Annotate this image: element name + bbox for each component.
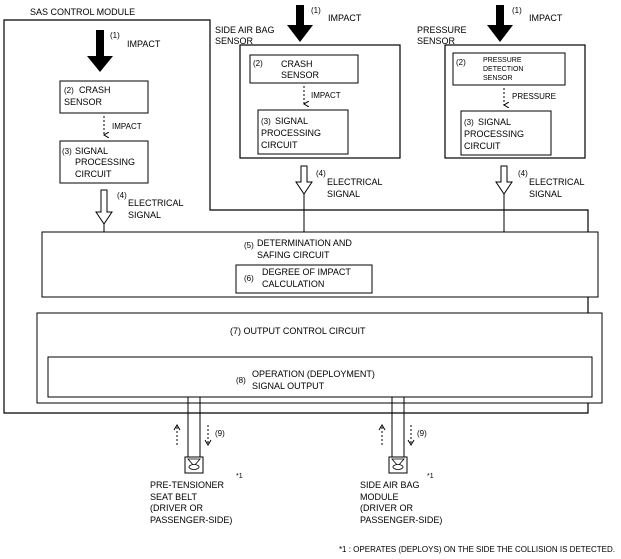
pressure-sensor-title: PRESSURE: [417, 25, 467, 35]
footnote: *1 : OPERATES (DEPLOYS) ON THE SIDE THE …: [339, 545, 615, 554]
crash-side-num: (2): [253, 59, 263, 68]
impact-center-label: IMPACT: [127, 39, 161, 49]
crash-center-line1: CRASH: [79, 85, 111, 95]
sp-center-line3: CIRCUIT: [75, 169, 112, 179]
pretensioner-mark: *1: [236, 473, 243, 480]
elec-side-line2: SIGNAL: [327, 189, 360, 199]
pressure-small: PRESSURE: [512, 92, 556, 101]
side-sensor-title-2: SENSOR: [215, 36, 254, 46]
crash-side-line1: CRASH: [281, 59, 313, 69]
sp-center-num: (3): [62, 147, 72, 156]
determination-line2: SAFING CIRCUIT: [257, 250, 330, 260]
impact-arrow-center: [87, 30, 113, 72]
side-module-icon: [388, 456, 408, 474]
impact-pressure-label: IMPACT: [529, 13, 563, 23]
pressure-detection-box: [452, 52, 566, 86]
elec-center-line1: ELECTRICAL: [128, 198, 184, 208]
pretensioner-wires: [173, 397, 212, 460]
sp-center-line2: PROCESSING: [75, 157, 135, 167]
pressure-detect-line1: PRESSURE: [483, 57, 522, 64]
side-module-line3: (DRIVER OR: [360, 503, 414, 513]
pressure-sensor-title-2: SENSOR: [417, 36, 456, 46]
side-module-line2: MODULE: [360, 492, 399, 502]
pretensioner-line4: PASSENGER-SIDE): [150, 515, 232, 525]
sp-pressure-line1: SIGNAL: [478, 117, 511, 127]
pressure-detect-num: (2): [456, 58, 466, 67]
sp-side-line1: SIGNAL: [275, 116, 308, 126]
electrical-arrow-center: [95, 189, 113, 225]
degree-of-impact-box: [235, 264, 373, 294]
side-module-mark: *1: [427, 473, 434, 480]
sp-pressure-line3: CIRCUIT: [464, 141, 501, 151]
sas-module-outline: [3, 19, 589, 414]
elec-pressure-num: (4): [518, 169, 528, 178]
sp-side-line2: PROCESSING: [261, 128, 321, 138]
degree-num: (6): [244, 274, 254, 283]
impact-arrow-side: [287, 5, 313, 42]
operation-line1: OPERATION (DEPLOYMENT): [252, 369, 375, 379]
side-module-wires: [378, 397, 415, 460]
elec-pressure-line1: ELECTRICAL: [529, 177, 585, 187]
elec-side-num: (4): [316, 169, 326, 178]
operation-box: [47, 356, 593, 398]
sp-side-line3: CIRCUIT: [261, 140, 298, 150]
determination-num: (5): [244, 241, 254, 250]
operation-line2: SIGNAL OUTPUT: [252, 381, 325, 391]
pretensioner-line1: PRE-TENSIONER: [150, 480, 225, 490]
degree-line1: DEGREE OF IMPACT: [262, 267, 351, 277]
impact-small-center: IMPACT: [112, 122, 142, 131]
elec-side-line1: ELECTRICAL: [327, 177, 383, 187]
impact-arrow-pressure: [487, 5, 513, 42]
pressure-detect-line2: DETECTION: [483, 66, 523, 73]
impact-center-num: (1): [110, 31, 120, 40]
elec-center-line2: SIGNAL: [128, 210, 161, 220]
side-module-line1: SIDE AIR BAG: [360, 480, 420, 490]
signal-processing-pressure-box: [460, 110, 552, 156]
sp-pressure-line2: PROCESSING: [464, 129, 524, 139]
crash-center-num: (2): [64, 86, 74, 95]
pretensioner-line2: SEAT BELT: [150, 492, 198, 502]
pretensioner-icon: [184, 456, 204, 474]
crash-sensor-side-box: [249, 54, 359, 84]
side-sensor-title: SIDE AIR BAG: [215, 25, 275, 35]
elec-center-num: (4): [117, 191, 127, 200]
degree-line2: CALCULATION: [262, 279, 324, 289]
pressure-sensor-outline: [444, 44, 586, 159]
pressure-detect-line3: SENSOR: [483, 75, 513, 82]
operation-num: (8): [236, 376, 246, 385]
sp-center-line1: SIGNAL: [75, 146, 108, 156]
impact-pressure-num: (1): [512, 6, 522, 15]
impact-side-label: IMPACT: [328, 13, 362, 23]
sp-side-num: (3): [261, 117, 271, 126]
signal-processing-center-box: [59, 140, 149, 184]
impact-side-num: (1): [311, 6, 321, 15]
electrical-arrow-pressure: [495, 165, 513, 195]
signal9-left: (9): [215, 429, 225, 438]
output-control-label: (7) OUTPUT CONTROL CIRCUIT: [230, 326, 366, 336]
signal-processing-side-box: [257, 109, 349, 155]
determination-line1: DETERMINATION AND: [257, 238, 352, 248]
side-module-line4: PASSENGER-SIDE): [360, 515, 442, 525]
sas-module-title: SAS CONTROL MODULE: [30, 7, 135, 17]
elec-pressure-line2: SIGNAL: [529, 189, 562, 199]
crash-side-line2: SENSOR: [281, 70, 320, 80]
crash-center-line2: SENSOR: [64, 97, 103, 107]
side-sensor-outline: [239, 44, 401, 159]
sp-pressure-num: (3): [464, 118, 474, 127]
impact-small-side: IMPACT: [311, 91, 341, 100]
pretensioner-line3: (DRIVER OR: [150, 503, 204, 513]
electrical-arrow-side: [295, 165, 313, 195]
signal9-right: (9): [417, 429, 427, 438]
crash-sensor-center-box: [59, 80, 149, 114]
